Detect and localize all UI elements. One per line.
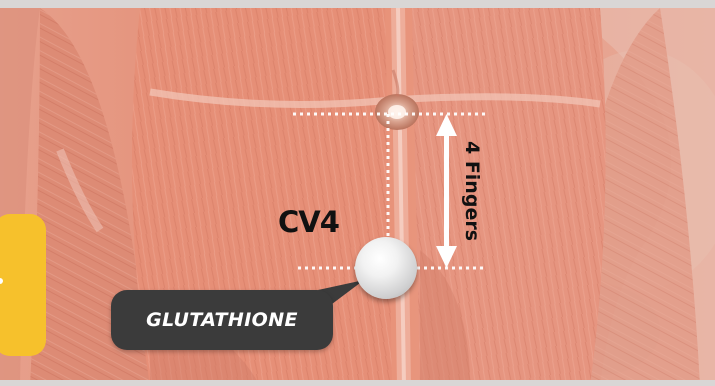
frame-bottom-bar bbox=[0, 380, 715, 386]
acupoint-marker-icon bbox=[355, 237, 417, 299]
glutathione-tag-label: GLUTATHIONE bbox=[111, 290, 333, 350]
glutathione-tag: GLUTATHIONE bbox=[111, 290, 333, 350]
distance-label: 4 Fingers bbox=[459, 126, 485, 256]
acupoint-label: CV4 bbox=[278, 199, 358, 245]
side-info-card bbox=[0, 214, 46, 356]
